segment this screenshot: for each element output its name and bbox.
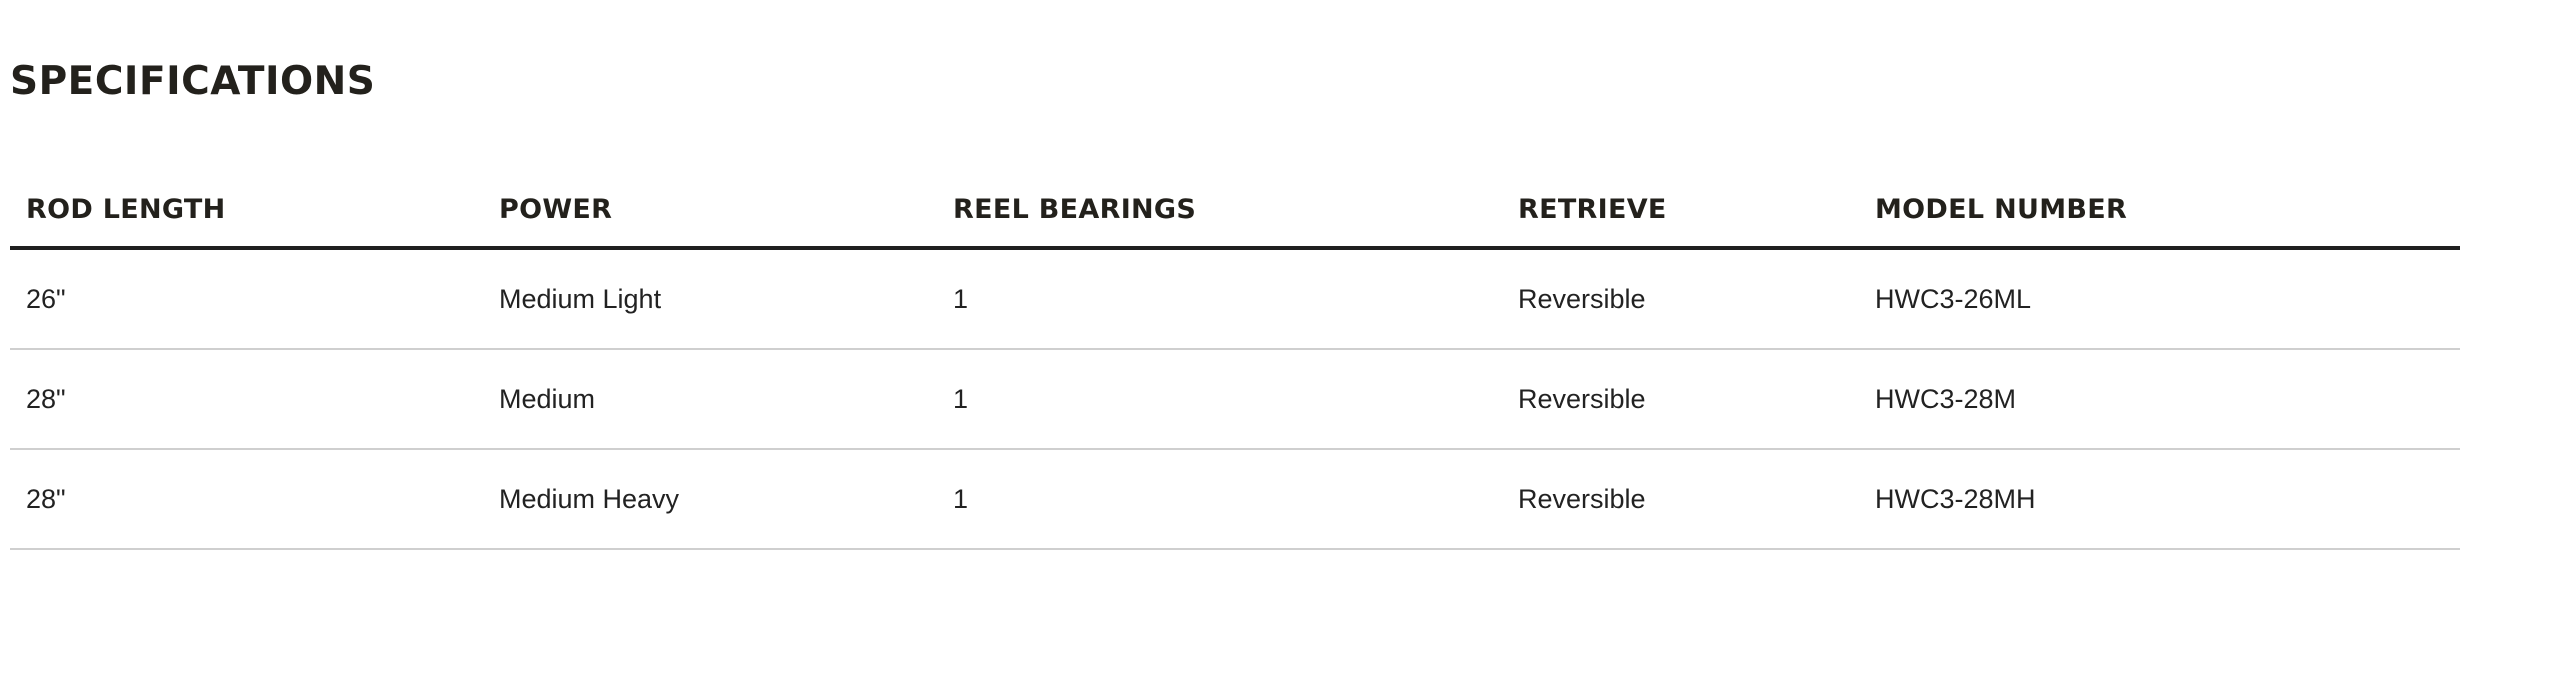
cell-reel-bearings: 1	[937, 349, 1502, 450]
cell-retrieve: Reversible	[1502, 248, 1859, 350]
cell-model-number: HWC3-28MH	[1859, 449, 2460, 550]
cell-power: Medium	[483, 349, 937, 450]
cell-power: Medium Light	[483, 248, 937, 350]
cell-model-number: HWC3-26ML	[1859, 248, 2460, 350]
header-reel-bearings: REEL BEARINGS	[937, 172, 1502, 250]
specifications-table: ROD LENGTH POWER REEL BEARINGS RETRIEVE …	[10, 172, 2460, 550]
header-power: POWER	[483, 172, 937, 250]
table-row: 26" Medium Light 1 Reversible HWC3-26ML	[10, 248, 2460, 350]
cell-rod-length: 28"	[10, 449, 483, 550]
table-header-row: ROD LENGTH POWER REEL BEARINGS RETRIEVE …	[10, 172, 2460, 250]
cell-retrieve: Reversible	[1502, 349, 1859, 450]
cell-power: Medium Heavy	[483, 449, 937, 550]
header-retrieve: RETRIEVE	[1502, 172, 1859, 250]
table-row: 28" Medium 1 Reversible HWC3-28M	[10, 349, 2460, 450]
cell-reel-bearings: 1	[937, 449, 1502, 550]
header-model-number: MODEL NUMBER	[1859, 172, 2460, 250]
header-rod-length: ROD LENGTH	[10, 172, 483, 250]
cell-retrieve: Reversible	[1502, 449, 1859, 550]
section-title: SPECIFICATIONS	[10, 59, 376, 104]
table-row: 28" Medium Heavy 1 Reversible HWC3-28MH	[10, 449, 2460, 550]
cell-model-number: HWC3-28M	[1859, 349, 2460, 450]
cell-reel-bearings: 1	[937, 248, 1502, 350]
cell-rod-length: 26"	[10, 248, 483, 350]
cell-rod-length: 28"	[10, 349, 483, 450]
